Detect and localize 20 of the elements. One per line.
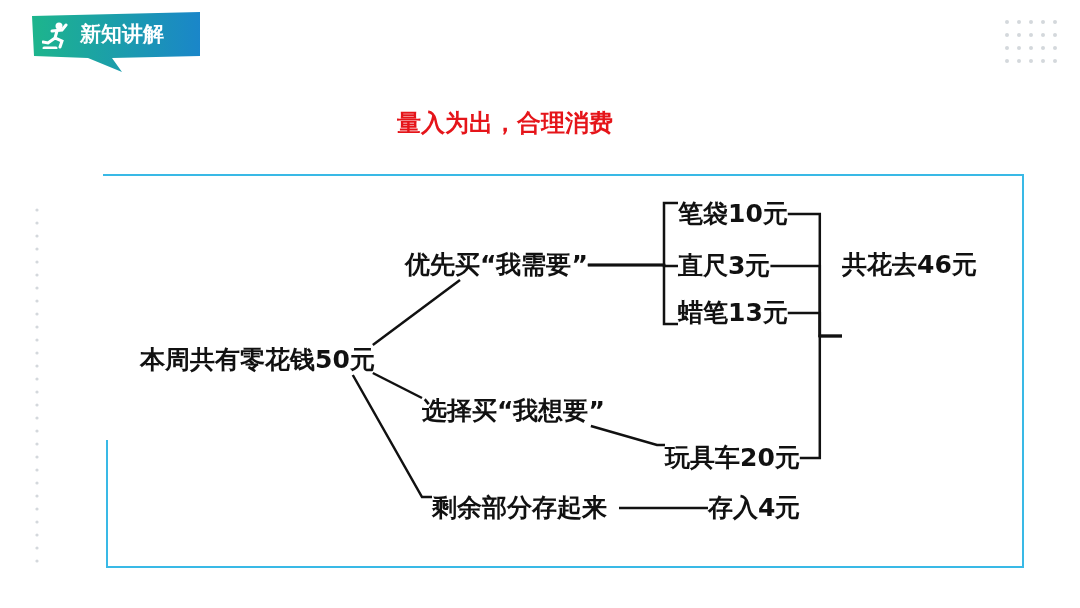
item-label: 优先买“我需要” — [405, 250, 588, 280]
connector-line — [372, 279, 461, 346]
connector-line — [372, 371, 423, 400]
item-label: 存入4元 — [708, 493, 801, 523]
connector-line — [799, 334, 842, 460]
item-label: 直尺3元 — [678, 251, 771, 281]
page-title: 量入为出，合理消费 — [397, 108, 613, 138]
item-label: 蜡笔13元 — [678, 298, 788, 328]
total-label: 共花去46元 — [842, 250, 977, 280]
connector-line — [619, 506, 708, 510]
connector-line — [590, 424, 665, 447]
title-banner — [32, 12, 202, 72]
banner-heading: 新知讲解 — [80, 21, 164, 48]
item-label: 选择买“我想要” — [422, 396, 605, 426]
item-label: 玩具车20元 — [665, 443, 800, 473]
connector-line — [351, 374, 432, 499]
connector-line — [587, 263, 678, 326]
item-label: 本周共有零花钱50元 — [140, 345, 375, 375]
item-label: 笔袋10元 — [678, 199, 788, 229]
item-label: 剩余部分存起来 — [432, 493, 607, 523]
